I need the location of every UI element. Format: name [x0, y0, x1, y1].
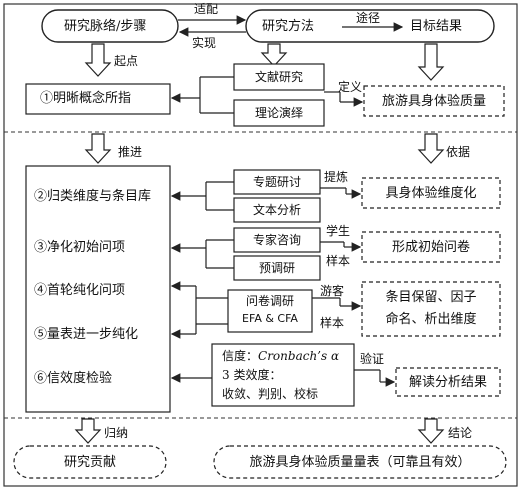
adapt-label: 适配 [194, 2, 219, 16]
step5-label: ⑤量表进一步纯化 [34, 327, 139, 342]
steps-box [25, 165, 171, 413]
research-method-label: 研究方法 [262, 19, 315, 34]
method-down-arrow [260, 43, 288, 67]
research-context-pill [41, 9, 179, 43]
research-method-pill [245, 9, 495, 43]
reliability-line-3: 收敛、判别、校标 [222, 387, 319, 401]
pretest-label: 预调研 [258, 261, 295, 275]
result-down-arrow [417, 43, 445, 81]
final-label: 旅游具身体验质量量表（可靠且有效） [249, 455, 471, 470]
seminar-label: 专题研讨 [252, 175, 301, 189]
basis-label: 依据 [446, 145, 471, 159]
result-box-initial [361, 231, 501, 263]
final-pill [213, 445, 507, 479]
summarize-down-arrow [74, 418, 102, 444]
step4-label: ④首轮纯化问项 [34, 283, 126, 298]
step6-label: ⑥信效度检验 [34, 371, 113, 386]
theory-box [233, 99, 325, 127]
tourists-label: 游客 [320, 284, 345, 298]
step2-label: ②归类维度与条目库 [34, 189, 152, 204]
research-context-label: 研究脉络/步骤 [64, 19, 147, 34]
sample2-label: 样本 [320, 316, 345, 330]
expert-box [233, 227, 321, 253]
advance-label: 推进 [118, 145, 143, 159]
sample1-label: 样本 [326, 254, 351, 268]
basis-down-arrow [417, 133, 445, 164]
result1-label: 旅游具身体验质量 [381, 94, 486, 109]
result-box-interpret [395, 367, 501, 397]
start-down-arrow [84, 43, 112, 77]
survey-label-1: 问卷调研 [245, 294, 294, 308]
result-initial-label: 形成初始问卷 [391, 240, 470, 255]
result-box-items [361, 281, 501, 337]
refine-label: 提炼 [324, 170, 349, 184]
result-box-dim [361, 177, 501, 209]
result-items-line-1: 条目保留、因子 [385, 290, 477, 305]
reliability-coef: Cronbach’s α [258, 349, 340, 363]
reliability-box [211, 343, 355, 407]
verify-label: 验证 [360, 352, 385, 366]
theory-label: 理论演绎 [254, 106, 303, 120]
step3-label: ③净化初始问项 [34, 240, 126, 255]
result-dim-label: 具身体验维度化 [385, 186, 477, 201]
reliability-prefix: 信度： [222, 349, 259, 363]
summarize-label: 归纳 [104, 426, 129, 440]
step1-box [25, 83, 171, 115]
result-interpret-label: 解读分析结果 [408, 375, 487, 390]
approach-label: 途径 [356, 11, 381, 25]
realize-label: 实现 [192, 36, 217, 50]
result-items-line-2: 命名、析出维度 [385, 312, 477, 327]
literature-box [233, 63, 325, 91]
contribution-label: 研究贡献 [63, 455, 116, 470]
reliability-line-2: 3 类效度： [222, 368, 282, 382]
text-analysis-label: 文本分析 [252, 203, 301, 217]
conclusion-label: 结论 [448, 426, 473, 440]
reliability-line-1: 信度：Cronbach’s α [222, 349, 339, 363]
define-label: 定义 [338, 80, 363, 94]
conclusion-down-arrow [417, 418, 445, 444]
start-label: 起点 [114, 54, 139, 68]
literature-label: 文献研究 [254, 70, 303, 84]
contribution-pill [13, 445, 167, 479]
text-analysis-box [233, 197, 321, 223]
outer-frame [3, 3, 518, 487]
expert-label: 专家咨询 [252, 233, 301, 247]
target-result-label: 目标结果 [410, 19, 463, 34]
advance-down-arrow [84, 133, 112, 164]
survey-box [227, 289, 313, 333]
students-label: 学生 [326, 224, 351, 238]
step1-label: ①明晰概念所指 [40, 91, 132, 106]
result-box-1 [363, 85, 505, 117]
survey-label-2: EFA & CFA [242, 312, 298, 325]
